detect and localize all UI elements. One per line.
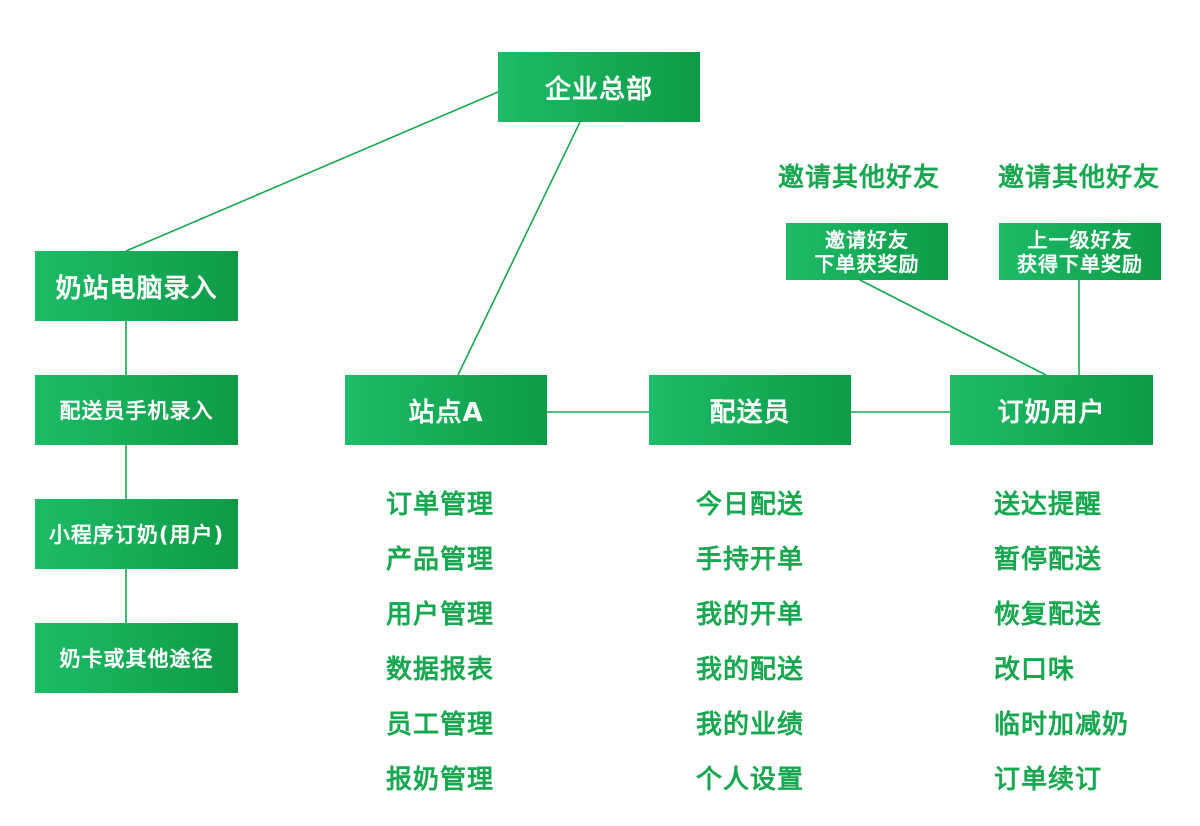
invite-other-friends-right: 邀请其他好友: [998, 163, 1161, 193]
courier-feature-item: 我的配送: [696, 655, 805, 685]
subscriber-node: 订奶用户: [950, 375, 1153, 445]
invite-reward-line-1: 邀请好友: [825, 227, 909, 252]
station-a-label: 站点A: [408, 397, 484, 428]
milk-station-pc-entry-label: 奶站电脑录入: [55, 273, 218, 304]
subscriber-feature-item: 订单续订: [994, 765, 1103, 795]
courier-feature-item: 今日配送: [696, 490, 805, 520]
station-feature-item: 报奶管理: [386, 765, 495, 795]
line-hq-to-pc-entry: [125, 91, 499, 252]
station-feature-item: 订单管理: [386, 490, 495, 520]
station-feature-item: 产品管理: [386, 545, 495, 575]
upper-reward-node: 上一级好友 获得下单奖励: [999, 223, 1161, 280]
courier-label: 配送员: [709, 397, 791, 428]
milk-station-pc-entry-node: 奶站电脑录入: [35, 251, 238, 321]
line-invite-reward-to-subscriber: [859, 279, 1047, 376]
invite-reward-line-2: 下单获奖励: [814, 251, 920, 276]
invite-other-friends-left: 邀请其他好友: [778, 163, 941, 193]
invite-reward-node: 邀请好友 下单获奖励: [786, 223, 948, 280]
station-feature-item: 员工管理: [386, 710, 495, 740]
station-feature-item: 用户管理: [386, 600, 495, 630]
mini-program-order-node: 小程序订奶(用户): [35, 499, 238, 569]
hq-label: 企业总部: [544, 74, 653, 105]
subscriber-feature-item: 送达提醒: [994, 490, 1103, 520]
upper-reward-line-1: 上一级好友: [1027, 227, 1133, 252]
subscriber-label: 订奶用户: [997, 397, 1106, 428]
station-a-node: 站点A: [345, 375, 547, 445]
courier-node: 配送员: [649, 375, 851, 445]
upper-reward-line-2: 获得下单奖励: [1017, 251, 1143, 276]
courier-feature-item: 我的开单: [696, 600, 805, 630]
milk-card-node: 奶卡或其他途径: [35, 623, 238, 693]
courier-mobile-entry-label: 配送员手机录入: [59, 399, 214, 423]
courier-feature-item: 手持开单: [696, 545, 805, 575]
courier-feature-item: 个人设置: [696, 765, 805, 795]
mini-program-order-label: 小程序订奶(用户): [48, 523, 225, 547]
subscriber-feature-item: 暂停配送: [994, 545, 1103, 575]
courier-mobile-entry-node: 配送员手机录入: [35, 375, 238, 445]
line-hq-to-station-a: [457, 121, 581, 376]
subscriber-feature-item: 临时加减奶: [994, 710, 1130, 740]
hq-node: 企业总部: [498, 52, 700, 122]
subscriber-feature-item: 改口味: [994, 655, 1076, 685]
courier-feature-item: 我的业绩: [696, 710, 805, 740]
station-feature-item: 数据报表: [386, 655, 495, 685]
subscriber-feature-item: 恢复配送: [994, 600, 1103, 630]
milk-card-label: 奶卡或其他途径: [59, 647, 214, 671]
